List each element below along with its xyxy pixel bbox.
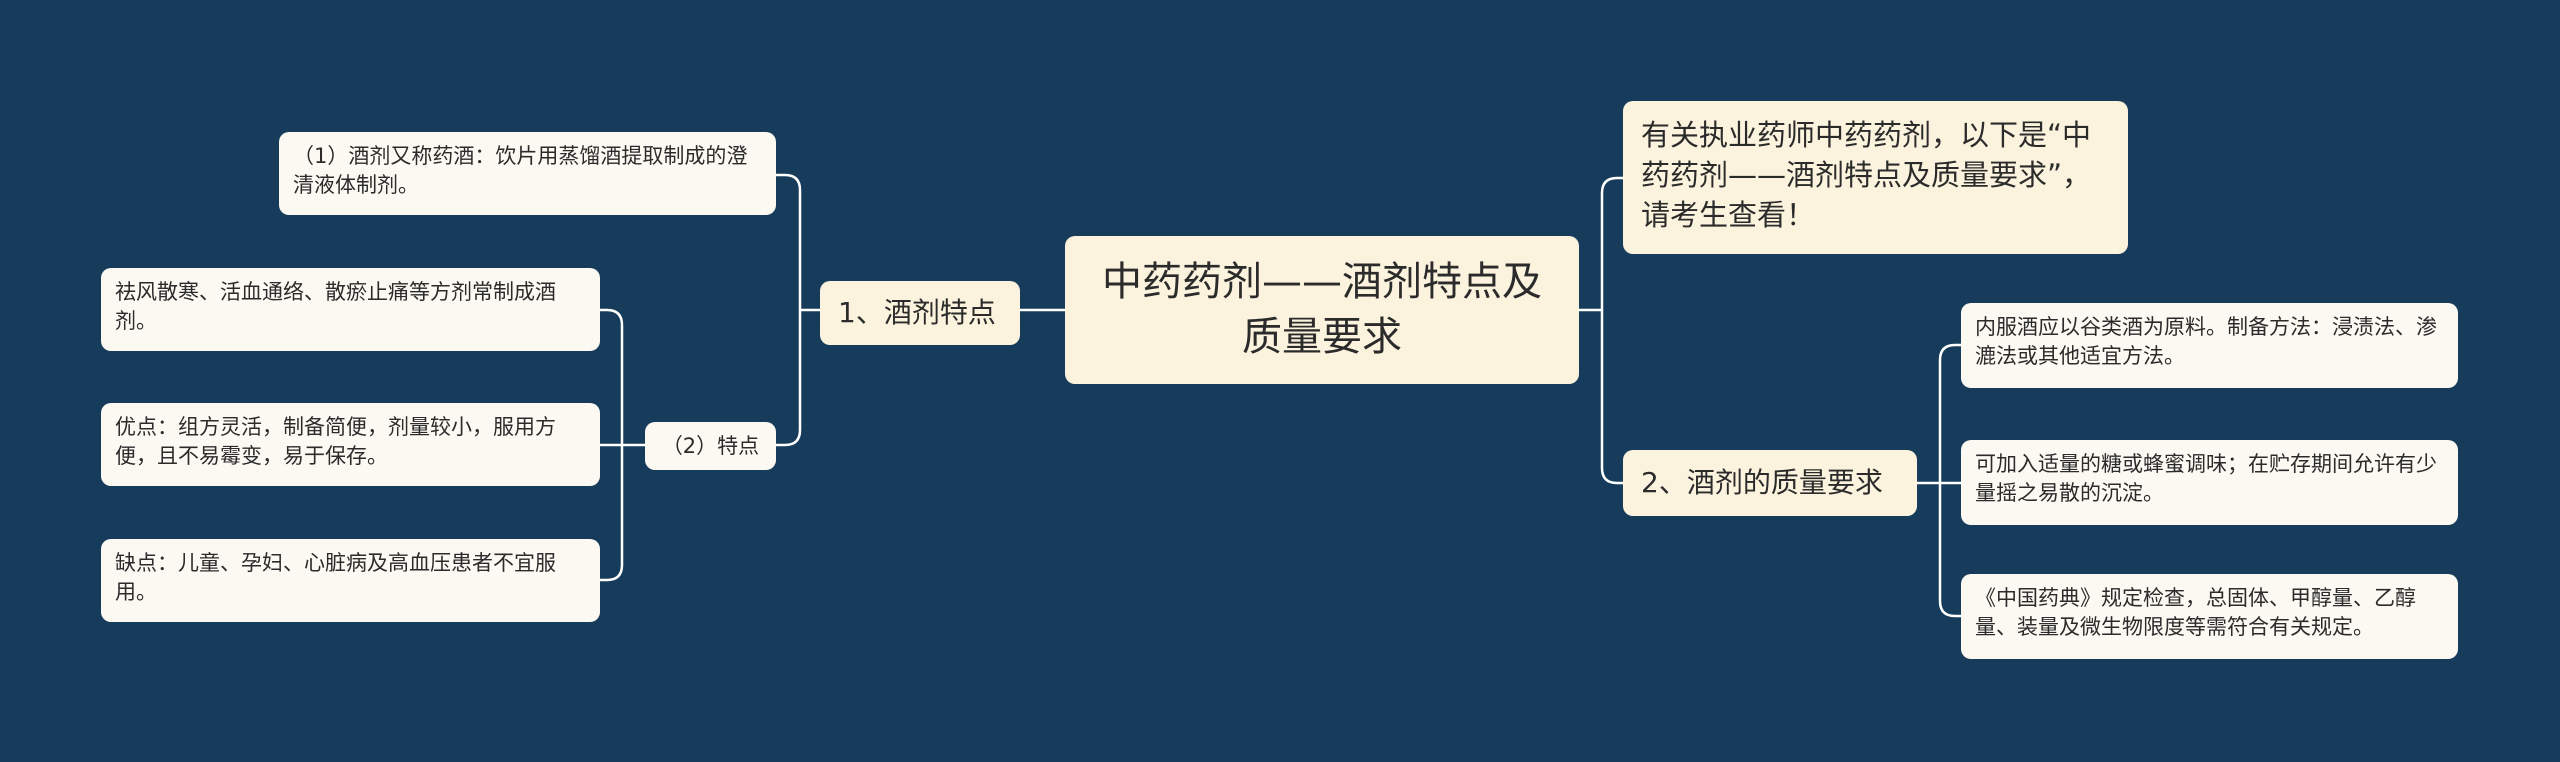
feature-item[interactable]: 缺点：儿童、孕妇、心脏病及高血压患者不宜服用。: [101, 539, 600, 622]
branch2-node[interactable]: 2、酒剂的质量要求: [1623, 450, 1917, 516]
connector-root-right: [1577, 176, 1625, 485]
feature-item-text: 祛风散寒、活血通络、散瘀止痛等方剂常制成酒剂。: [115, 280, 556, 333]
intro-text: 有关执业药师中药药剂，以下是“中药药剂——酒剂特点及质量要求”，请考生查看！: [1641, 118, 2092, 233]
root-title: 中药药剂——酒剂特点及质量要求: [1102, 258, 1542, 360]
features-node[interactable]: （2）特点: [645, 422, 776, 470]
connector-branch2-leaves: [1915, 343, 1963, 618]
quality-item[interactable]: 内服酒应以谷类酒为原料。制备方法：浸渍法、渗漉法或其他适宜方法。: [1961, 303, 2458, 388]
branch1-node[interactable]: 1、酒剂特点: [820, 281, 1020, 345]
definition-node[interactable]: （1）酒剂又称药酒：饮片用蒸馏酒提取制成的澄清液体制剂。: [279, 132, 776, 215]
branch1-label: 1、酒剂特点: [838, 296, 996, 329]
feature-item[interactable]: 优点：组方灵活，制备简便，剂量较小，服用方便，且不易霉变，易于保存。: [101, 403, 600, 486]
quality-item[interactable]: 《中国药典》规定检查，总固体、甲醇量、乙醇量、装量及微生物限度等需符合有关规定。: [1961, 574, 2458, 659]
branch2-label: 2、酒剂的质量要求: [1641, 466, 1883, 499]
connector-features-leaves: [598, 308, 647, 582]
features-label: （2）特点: [661, 434, 760, 458]
quality-item-text: 可加入适量的糖或蜂蜜调味；在贮存期间允许有少量摇之易散的沉淀。: [1975, 452, 2437, 505]
connector-branch1-children: [774, 173, 822, 447]
quality-item[interactable]: 可加入适量的糖或蜂蜜调味；在贮存期间允许有少量摇之易散的沉淀。: [1961, 440, 2458, 525]
feature-item-text: 缺点：儿童、孕妇、心脏病及高血压患者不宜服用。: [115, 551, 556, 604]
root-node[interactable]: 中药药剂——酒剂特点及质量要求: [1065, 236, 1579, 384]
intro-node[interactable]: 有关执业药师中药药剂，以下是“中药药剂——酒剂特点及质量要求”，请考生查看！: [1623, 101, 2128, 254]
definition-text: （1）酒剂又称药酒：饮片用蒸馏酒提取制成的澄清液体制剂。: [293, 144, 748, 197]
feature-item-text: 优点：组方灵活，制备简便，剂量较小，服用方便，且不易霉变，易于保存。: [115, 415, 556, 468]
feature-item[interactable]: 祛风散寒、活血通络、散瘀止痛等方剂常制成酒剂。: [101, 268, 600, 351]
quality-item-text: 内服酒应以谷类酒为原料。制备方法：浸渍法、渗漉法或其他适宜方法。: [1975, 315, 2437, 368]
quality-item-text: 《中国药典》规定检查，总固体、甲醇量、乙醇量、装量及微生物限度等需符合有关规定。: [1975, 586, 2416, 639]
